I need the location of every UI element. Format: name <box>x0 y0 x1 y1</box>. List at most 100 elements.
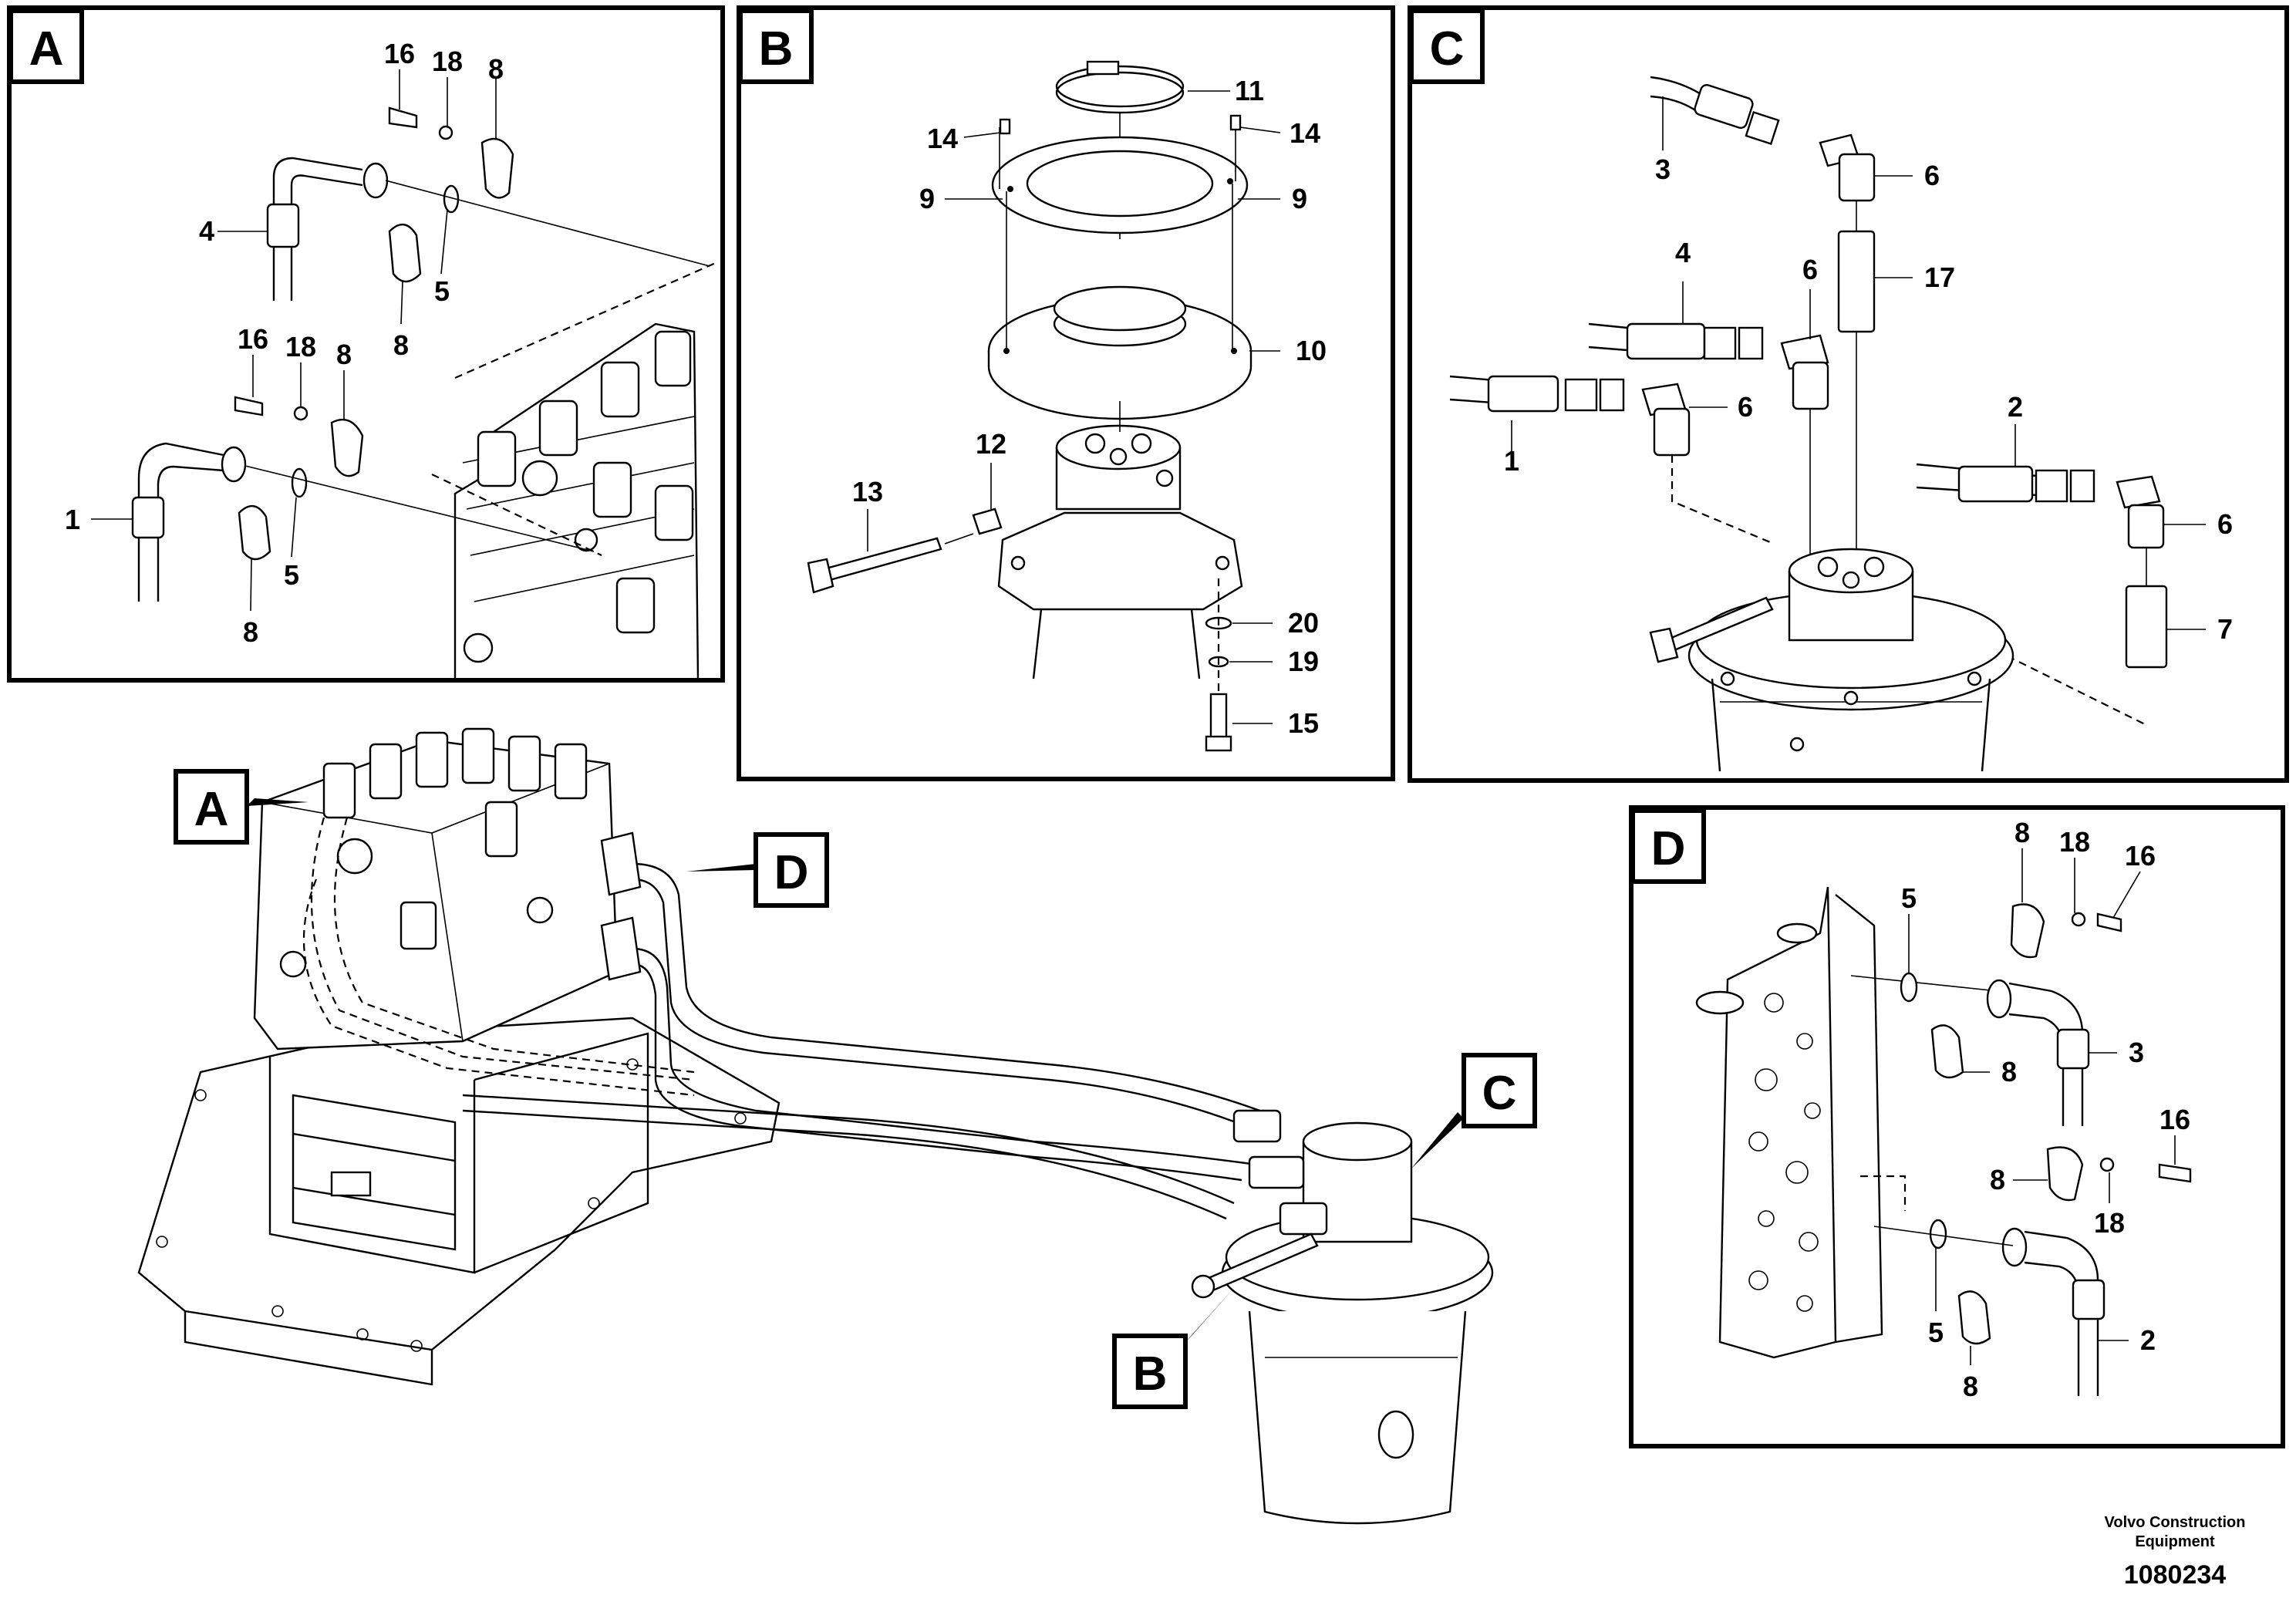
panel-c: C <box>1408 5 2289 783</box>
label-b-9-right: 9 <box>1292 183 1307 214</box>
panel-d: D <box>1629 805 2285 1448</box>
figure-number: 1080234 <box>2124 1560 2226 1590</box>
elbow-6-mid <box>1780 334 1829 410</box>
bolt-14-right <box>1229 114 1242 131</box>
panel-a: A <box>7 5 725 683</box>
label-d-16-top: 16 <box>2125 840 2156 872</box>
label-b-9-left: 9 <box>919 183 935 214</box>
label-b-20: 20 <box>1288 607 1319 639</box>
label-a-16-bottom: 16 <box>238 323 268 355</box>
label-c-17: 17 <box>1924 261 1955 293</box>
company-name-line1: Volvo Construction <box>2105 1514 2246 1531</box>
label-d-18-bottom: 18 <box>2094 1207 2125 1239</box>
panel-a-badge-text: A <box>29 22 64 76</box>
valve-face <box>1695 886 1883 1359</box>
hose-1-assembly <box>131 396 595 602</box>
label-a-5-bottom: 5 <box>284 559 299 591</box>
swivel-joint-c <box>1687 548 2014 772</box>
label-d-18-top: 18 <box>2059 826 2090 858</box>
label-d-3: 3 <box>2129 1037 2144 1068</box>
callout-d: D <box>686 832 829 908</box>
panel-c-badge-text: C <box>1430 22 1465 76</box>
label-d-5-bottom: 5 <box>1928 1317 1944 1348</box>
bolt-14-left <box>999 118 1011 135</box>
panel-d-badge-text: D <box>1651 822 1686 875</box>
label-c-4: 4 <box>1675 237 1691 268</box>
label-c-1: 1 <box>1504 445 1519 477</box>
label-d-8-mid: 8 <box>2001 1056 2017 1088</box>
label-a-8-bottom: 8 <box>336 339 352 370</box>
company-name-line2: Equipment <box>2135 1533 2215 1550</box>
label-b-12: 12 <box>976 428 1006 460</box>
panel-b: B <box>737 5 1395 781</box>
label-b-11: 11 <box>1235 75 1264 106</box>
label-a-18-top: 18 <box>432 46 463 77</box>
panel-c-badge <box>1409 8 1485 84</box>
label-a-5-top: 5 <box>434 275 450 307</box>
label-d-8-lower: 8 <box>1990 1164 2005 1195</box>
callout-c: C <box>1411 1053 1537 1168</box>
label-c-6-mid: 6 <box>1802 254 1818 285</box>
panel-a-badge <box>8 8 84 84</box>
overview-hoses <box>462 831 1281 1220</box>
callout-b-text: B <box>1133 1347 1168 1401</box>
label-a-18-bottom: 18 <box>285 331 316 363</box>
label-b-14-right: 14 <box>1290 117 1320 149</box>
cover-plate <box>991 136 1249 234</box>
label-b-15: 15 <box>1288 707 1319 739</box>
panel-b-badge-text: B <box>759 22 794 76</box>
panel-b-badge <box>738 8 814 84</box>
label-c-2: 2 <box>2008 391 2023 423</box>
elbow-6-left <box>1641 383 1691 457</box>
mounting-flange <box>987 285 1253 420</box>
adapter-17 <box>1837 230 1876 333</box>
label-d-2: 2 <box>2140 1324 2156 1356</box>
bolt-15 <box>1205 693 1232 752</box>
label-a-8-lowest: 8 <box>243 616 258 648</box>
label-d-16-bottom: 16 <box>2159 1104 2190 1135</box>
hose-3-d <box>1900 903 2122 1126</box>
hose-4-assembly <box>266 106 710 301</box>
label-b-19: 19 <box>1288 646 1319 677</box>
callout-d-text: D <box>774 846 809 899</box>
callout-c-text: C <box>1482 1067 1517 1120</box>
overview-assembly: A D C B <box>137 727 1537 1525</box>
elbow-6-top <box>1819 133 1876 202</box>
hose-2 <box>1916 463 2095 503</box>
label-b-14-left: 14 <box>927 123 958 154</box>
bolt-c <box>1649 596 1774 663</box>
overview-control-valve <box>253 727 695 1097</box>
nut-12 <box>972 508 1003 535</box>
hose-1 <box>1449 375 1625 413</box>
label-c-6-top: 6 <box>1924 160 1940 191</box>
hose-2-d <box>1929 1146 2192 1396</box>
callout-a: A <box>174 769 308 845</box>
bolt-13 <box>807 537 942 594</box>
label-a-8-top: 8 <box>488 53 504 85</box>
label-a-1: 1 <box>65 504 80 535</box>
label-c-7: 7 <box>2217 613 2233 645</box>
label-d-5-top: 5 <box>1901 882 1917 914</box>
control-valve-body <box>453 322 700 679</box>
label-a-16-top: 16 <box>384 38 415 69</box>
callout-b: B <box>1112 1288 1234 1409</box>
mounting-frame <box>137 1017 781 1386</box>
hose-4 <box>1588 322 1764 360</box>
label-b-10: 10 <box>1296 335 1327 366</box>
adapter-7 <box>2125 585 2168 669</box>
label-c-6-left: 6 <box>1738 391 1753 423</box>
footer: Volvo Construction Equipment 1080234 <box>2105 1514 2246 1590</box>
hose-3 <box>1650 76 1780 145</box>
callout-a-text: A <box>194 783 229 836</box>
label-a-4: 4 <box>199 215 214 247</box>
label-c-3: 3 <box>1655 153 1671 185</box>
label-b-13: 13 <box>852 476 883 508</box>
elbow-6-right <box>2116 475 2165 549</box>
label-a-8-mid: 8 <box>393 329 409 361</box>
overview-swivel <box>1191 1109 1494 1525</box>
label-d-8-top: 8 <box>2014 817 2030 848</box>
hose-clamp <box>1055 60 1185 114</box>
label-c-6-right: 6 <box>2217 508 2233 540</box>
swivel-joint <box>997 424 1243 679</box>
